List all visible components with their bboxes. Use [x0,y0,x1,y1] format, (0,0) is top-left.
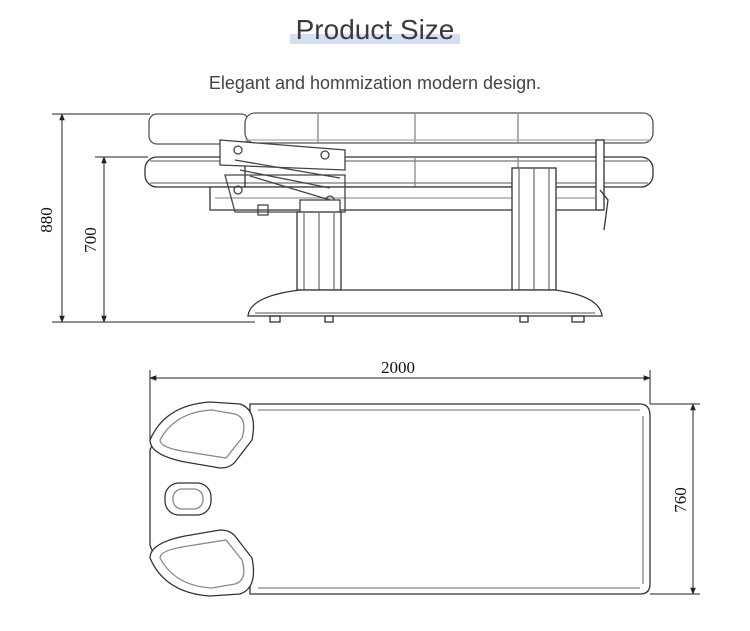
length-label: 2000 [381,358,415,377]
face-hole [164,482,212,516]
dimension-880 [52,113,255,323]
width-label: 760 [671,487,690,513]
top-view [149,401,651,597]
page-title-text: Product Size [295,14,455,45]
upper-armrest [149,401,255,469]
page-subtitle: Elegant and hommization modern design. [208,73,542,93]
lower-armrest [149,529,255,597]
dimension-700 [95,156,148,323]
dimension-760 [650,403,700,595]
legs [296,167,557,291]
raised-bed-outline [148,112,654,145]
base [247,289,603,323]
lift-mechanism [219,139,346,216]
overall-height-label: 880 [37,207,56,233]
page-title: Product Size [288,14,463,46]
side-view [144,112,654,323]
title-highlight [289,34,461,44]
dimension-2000 [149,370,651,440]
bed-height-label: 700 [81,227,100,253]
title-wrap: Product Size [0,14,750,46]
